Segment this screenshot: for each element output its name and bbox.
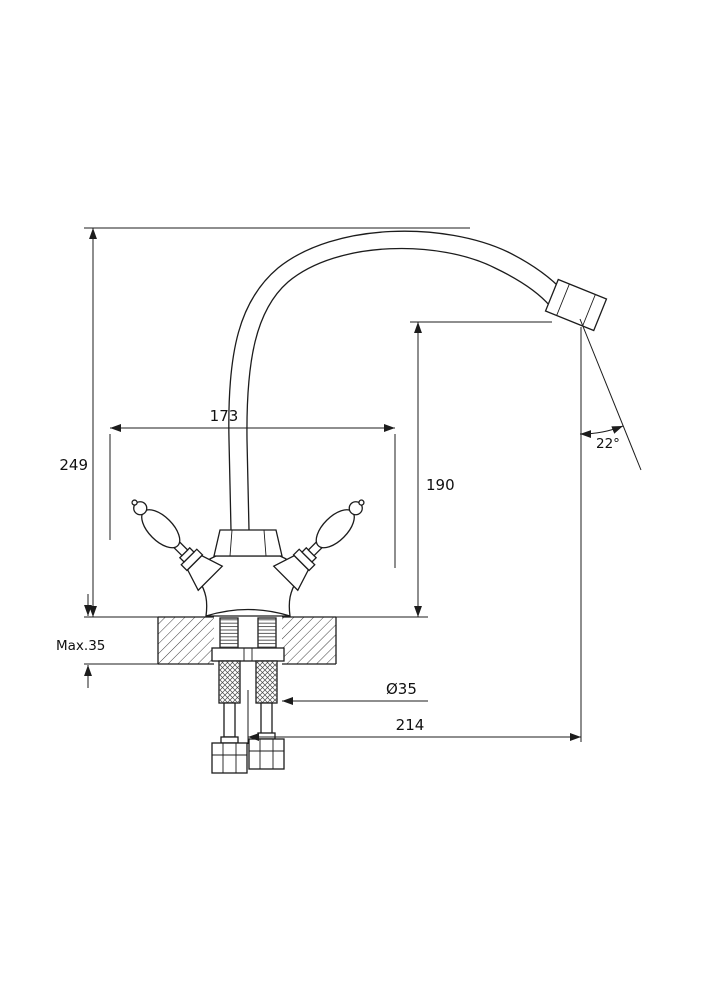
angle-arc xyxy=(579,425,624,439)
dimension-overall-height: 249 xyxy=(59,227,470,618)
left-handle xyxy=(131,499,224,592)
spout xyxy=(228,230,565,531)
nozzle-facets xyxy=(556,283,596,327)
spout-nozzle xyxy=(544,278,608,332)
overall-height-label: 249 xyxy=(59,456,88,474)
hose-tube-right xyxy=(260,702,273,738)
dimension-spout-height: 190 xyxy=(336,321,552,618)
mounting-nut xyxy=(211,647,285,662)
spout-outer-curve xyxy=(228,230,565,531)
spout-reach-label: 214 xyxy=(396,716,425,734)
thread-hatch-left xyxy=(220,618,238,648)
thread-hatch-right xyxy=(258,618,276,648)
mounting-hole-label: Ø35 xyxy=(386,680,417,698)
deck-thickness-label: Max.35 xyxy=(56,638,105,654)
dimension-handle-span: 173 xyxy=(109,407,396,568)
dimension-spout-angle: 22° xyxy=(579,318,642,471)
nut-facets xyxy=(212,743,247,773)
spout-height-label: 190 xyxy=(426,476,455,494)
body-base-curve xyxy=(205,608,291,617)
faucet-body xyxy=(196,529,300,617)
right-handle xyxy=(272,499,365,592)
spout-inner-curve xyxy=(246,247,551,531)
nut-facets xyxy=(249,739,284,769)
connection-nut-right xyxy=(248,732,285,770)
braid-texture-left xyxy=(219,661,240,703)
handle-tip xyxy=(358,499,365,506)
angle-reference-line xyxy=(579,318,642,471)
nut-body xyxy=(248,738,285,770)
dimension-deck-thickness: Max.35 xyxy=(56,594,160,688)
hose-tube-left xyxy=(223,702,236,738)
braid-texture-right xyxy=(256,661,277,703)
connection-nut-left xyxy=(211,736,248,774)
mounting-nut-facets xyxy=(243,648,253,661)
handle-tip xyxy=(131,499,138,506)
nut-collar xyxy=(257,732,276,740)
nozzle-body xyxy=(544,278,608,332)
supply-hoses xyxy=(211,617,285,774)
dimension-mounting-hole: Ø35 xyxy=(282,680,428,705)
cap-nut-facets xyxy=(229,529,267,557)
cap-nut xyxy=(213,529,283,557)
dimension-spout-reach: 214 xyxy=(247,327,582,744)
nut-collar xyxy=(220,736,239,744)
nut-body xyxy=(211,742,248,774)
spout-angle-label: 22° xyxy=(596,436,620,452)
handle-span-label: 173 xyxy=(210,407,239,425)
